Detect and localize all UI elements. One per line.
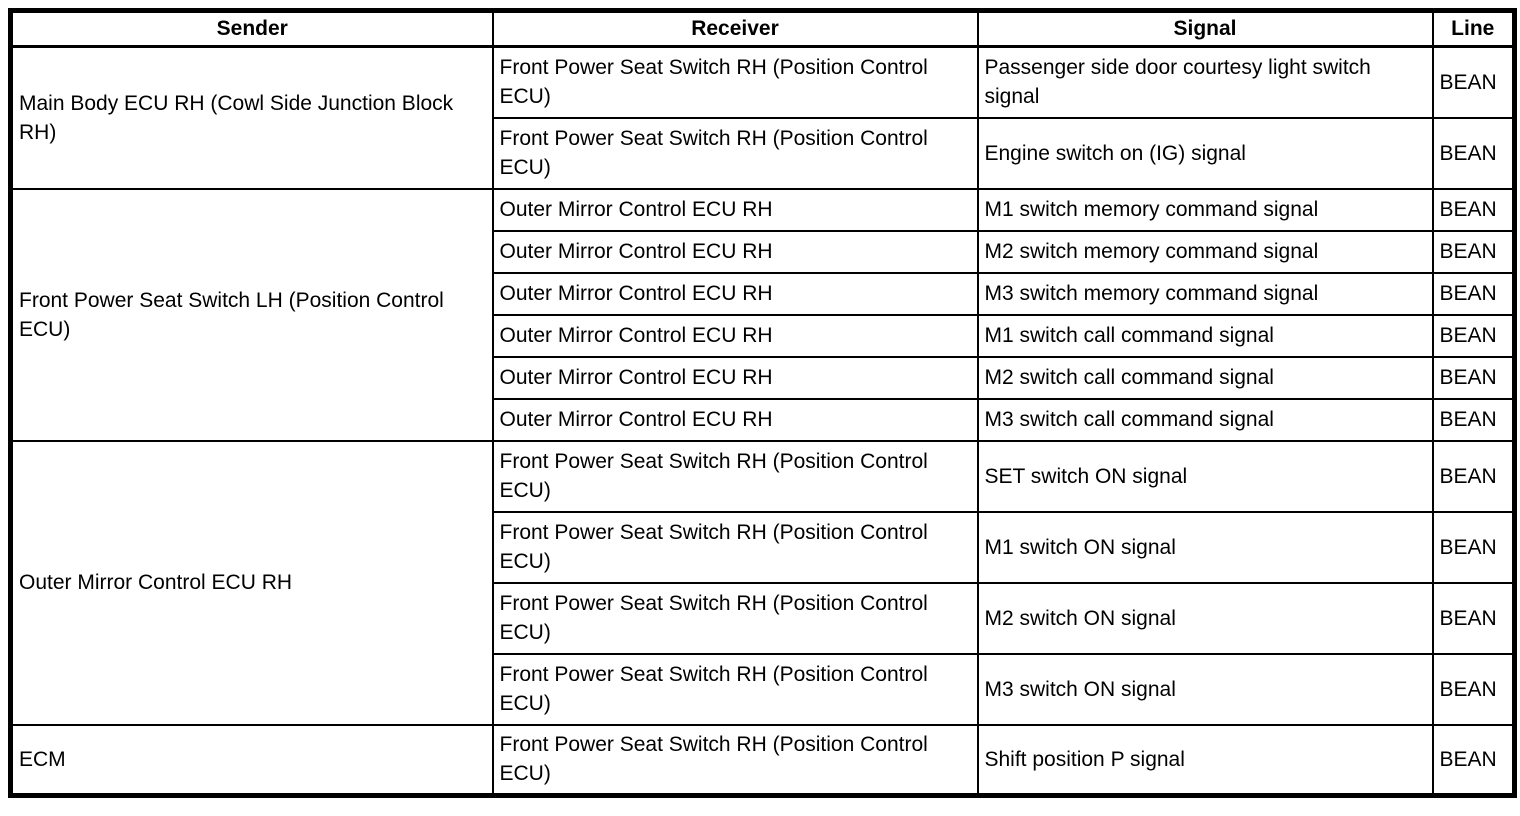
table-row: Front Power Seat Switch RH (Position Con… (11, 510, 1516, 584)
sender-cell: Front Power Seat Switch LH (Position Con… (9, 187, 494, 442)
signal-cell: M1 switch memory command signal (976, 187, 1434, 232)
receiver-cell: Outer Mirror Control ECU RH (491, 271, 979, 316)
column-header-signal: Signal (976, 9, 1434, 48)
line-cell: BEAN (1431, 355, 1516, 400)
table-row: Front Power Seat Switch RH (Position Con… (11, 652, 1516, 726)
receiver-cell: Outer Mirror Control ECU RH (491, 187, 979, 232)
signal-cell: M3 switch ON signal (976, 652, 1434, 726)
signal-cell: M2 switch memory command signal (976, 229, 1434, 274)
line-cell: BEAN (1431, 652, 1516, 726)
sender-cell: Main Body ECU RH (Cowl Side Junction Blo… (9, 45, 494, 190)
receiver-cell: Front Power Seat Switch RH (Position Con… (491, 581, 979, 655)
receiver-cell: Outer Mirror Control ECU RH (491, 229, 979, 274)
line-cell: BEAN (1431, 397, 1516, 442)
column-header-sender: Sender (9, 9, 494, 48)
signal-cell: M3 switch call command signal (976, 397, 1434, 442)
signal-cell: M1 switch ON signal (976, 510, 1434, 584)
line-cell: BEAN (1431, 581, 1516, 655)
line-cell: BEAN (1431, 313, 1516, 358)
signal-cell: Passenger side door courtesy light switc… (976, 45, 1434, 119)
receiver-cell: Front Power Seat Switch RH (Position Con… (491, 510, 979, 584)
signal-cell: M1 switch call command signal (976, 313, 1434, 358)
table-body: Main Body ECU RH (Cowl Side Junction Blo… (9, 45, 1516, 797)
line-cell: BEAN (1431, 187, 1516, 232)
column-header-line: Line (1431, 9, 1516, 48)
sender-cell: ECM (9, 723, 494, 797)
signal-cell: M3 switch memory command signal (976, 271, 1434, 316)
table-row: Main Body ECU RH (Cowl Side Junction Blo… (9, 45, 1516, 190)
table-row: Front Power Seat Switch RH (Position Con… (11, 116, 1516, 190)
receiver-cell: Front Power Seat Switch RH (Position Con… (491, 116, 979, 190)
line-cell: BEAN (1431, 723, 1516, 797)
column-header-receiver: Receiver (491, 9, 979, 48)
signal-cell: SET switch ON signal (976, 439, 1434, 513)
receiver-cell: Front Power Seat Switch RH (Position Con… (491, 723, 979, 797)
line-cell: BEAN (1431, 229, 1516, 274)
line-cell: BEAN (1431, 116, 1516, 190)
receiver-cell: Outer Mirror Control ECU RH (491, 397, 979, 442)
line-cell: BEAN (1431, 45, 1516, 119)
receiver-cell: Outer Mirror Control ECU RH (491, 355, 979, 400)
table-row: Front Power Seat Switch LH (Position Con… (9, 187, 1516, 442)
table-row: Front Power Seat Switch RH (Position Con… (11, 581, 1516, 655)
receiver-cell: Front Power Seat Switch RH (Position Con… (491, 652, 979, 726)
signal-cell: M2 switch call command signal (976, 355, 1434, 400)
signal-cell: M2 switch ON signal (976, 581, 1434, 655)
signal-cell: Engine switch on (IG) signal (976, 116, 1434, 190)
receiver-cell: Front Power Seat Switch RH (Position Con… (491, 439, 979, 513)
line-cell: BEAN (1431, 510, 1516, 584)
receiver-cell: Outer Mirror Control ECU RH (491, 313, 979, 358)
signal-cell: Shift position P signal (976, 723, 1434, 797)
sender-cell: Outer Mirror Control ECU RH (9, 439, 494, 726)
line-cell: BEAN (1431, 271, 1516, 316)
receiver-cell: Front Power Seat Switch RH (Position Con… (491, 45, 979, 119)
line-cell: BEAN (1431, 439, 1516, 513)
